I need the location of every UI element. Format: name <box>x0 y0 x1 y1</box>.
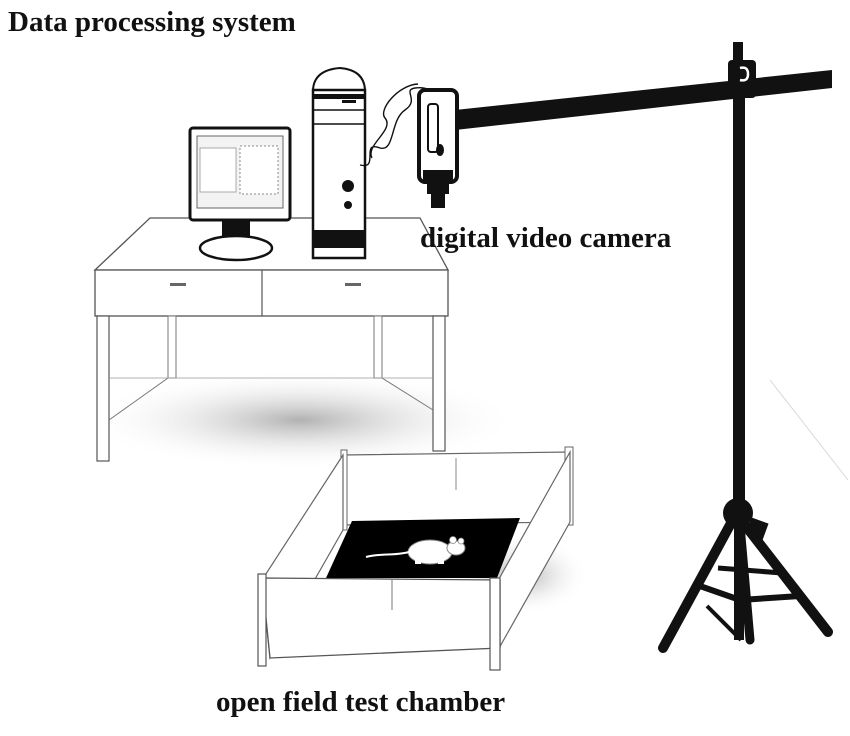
open-field-test-chamber-label: open field test chamber <box>216 686 506 718</box>
pc-tower <box>311 66 367 260</box>
desk-leg-back-left <box>167 315 177 379</box>
desk-leg-back-right <box>373 315 383 379</box>
floor-edge-line <box>769 379 849 481</box>
drawer-handle-left <box>170 283 186 286</box>
tower-power-button <box>342 180 354 192</box>
boom-arm <box>455 70 832 130</box>
monitor-base <box>198 234 274 262</box>
desk <box>80 217 520 470</box>
tripod-leg-right <box>740 520 833 637</box>
desk-apron <box>94 269 449 317</box>
digital-video-camera-label: digital video camera <box>420 222 672 254</box>
chamber-front-wall <box>261 577 501 659</box>
data-processing-system-label: Data processing system <box>8 6 296 38</box>
desk-leg-front-left <box>96 315 110 462</box>
mouse <box>365 536 466 565</box>
monitor <box>188 126 292 262</box>
stand-mast <box>733 95 745 510</box>
desk-leg-front-right <box>432 315 446 452</box>
open-field-chamber <box>257 446 590 671</box>
camera-boom-stand <box>455 42 833 653</box>
digital-video-camera <box>417 88 459 208</box>
mouse-tail <box>365 551 410 558</box>
boom-clamp <box>728 60 756 98</box>
tower-base-band <box>313 230 365 248</box>
camera-lens <box>427 182 449 194</box>
tripod-leg-back <box>735 520 755 645</box>
drawer-handle-right <box>345 283 361 286</box>
